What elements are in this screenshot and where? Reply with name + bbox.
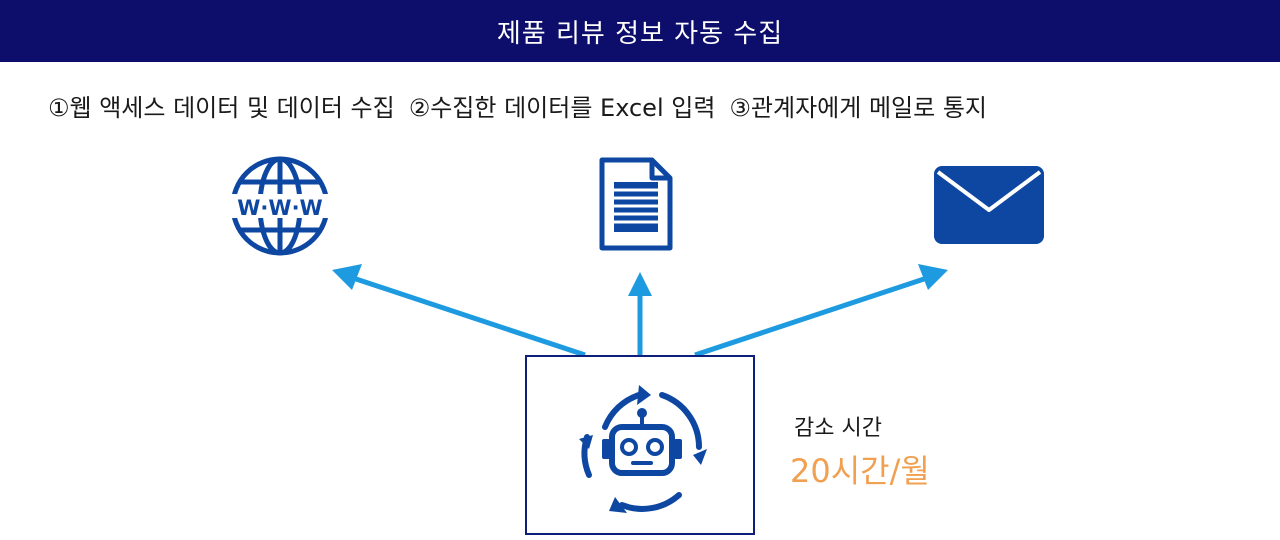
page-title: 제품 리뷰 정보 자동 수집 (496, 18, 784, 49)
arrow-to-mail (694, 264, 948, 358)
header-bar: 제품 리뷰 정보 자동 수집 (0, 0, 1280, 62)
arrow-to-web (332, 264, 586, 358)
globe-www-icon: W·W·W (228, 156, 332, 256)
savings-value: 20시간/월 (790, 452, 930, 490)
step-3-label: ③관계자에게 메일로 통지 (729, 94, 987, 122)
step-2-label: ②수집한 데이터를 Excel 입력 (408, 94, 716, 122)
arrow-to-document (628, 272, 652, 355)
robot-automation-box (525, 355, 755, 535)
robot-cycle-icon (579, 385, 707, 513)
step-1-label: ①웹 액세스 데이터 및 데이터 수집 (48, 94, 395, 122)
mail-envelope-icon (934, 166, 1044, 244)
time-savings: 감소 시간 20시간/월 (790, 410, 930, 492)
svg-text:W·W·W: W·W·W (237, 196, 322, 220)
document-icon (599, 157, 673, 251)
savings-label: 감소 시간 (794, 416, 882, 441)
steps-line: ①웹 액세스 데이터 및 데이터 수집 ②수집한 데이터를 Excel 입력 ③… (48, 88, 987, 123)
